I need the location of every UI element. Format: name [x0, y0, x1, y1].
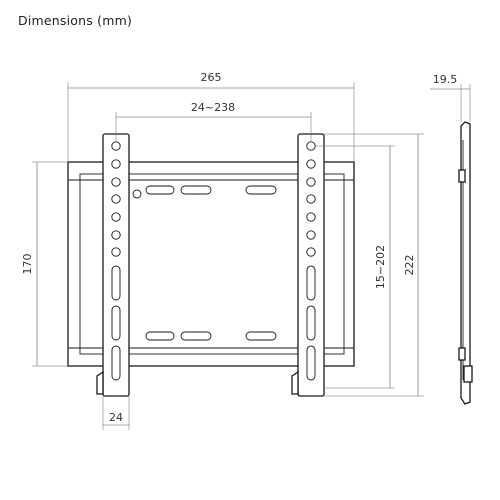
dim-hole-spacing-horizontal: 24~238 [115, 101, 312, 142]
dim-overall-height: 222 [324, 133, 424, 397]
dim-overall-width-label: 265 [201, 71, 222, 84]
dim-frame-height: 170 [21, 161, 68, 367]
dim-overall-height-label: 222 [403, 255, 416, 276]
dim-arm-width: 24 [102, 396, 130, 430]
dim-hole-spacing-horizontal-label: 24~238 [191, 101, 235, 114]
dim-arm-width-label: 24 [109, 411, 123, 424]
dim-hole-spacing-vertical-label: 15~202 [374, 245, 387, 289]
dim-hole-spacing-vertical: 15~202 [315, 145, 395, 389]
side-profile [458, 121, 473, 405]
dim-frame-height-label: 170 [21, 254, 34, 275]
dim-overall-width: 265 [67, 71, 355, 162]
dim-depth: 19.5 [430, 73, 471, 122]
dim-depth-label: 19.5 [433, 73, 458, 86]
page-title: Dimensions (mm) [18, 13, 133, 28]
